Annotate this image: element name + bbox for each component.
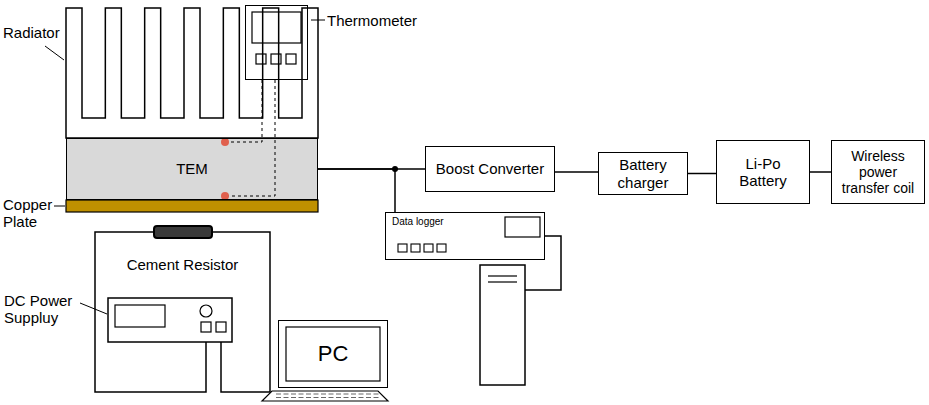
data-logger: Data logger — [385, 212, 545, 260]
node-text: Battery charger — [604, 156, 682, 191]
connector-line — [688, 173, 716, 175]
leader-line — [54, 206, 65, 207]
node-text: Wireless power transfer coil — [837, 148, 919, 196]
thermometer-screen — [252, 12, 301, 43]
sensor-dot — [221, 138, 229, 146]
connector-line — [225, 80, 262, 142]
leader-line — [311, 20, 325, 21]
sensor-dot — [221, 192, 229, 200]
node-text: Li-Po Battery — [722, 155, 804, 190]
charger-box: Battery charger — [598, 152, 688, 195]
leader-line — [45, 46, 64, 60]
circuit-wire — [95, 232, 270, 392]
logger-button — [411, 244, 420, 252]
copper-plate — [66, 200, 318, 212]
node-text: Boost Converter — [436, 160, 544, 177]
battery-box: Li-Po Battery — [716, 140, 810, 204]
resistor-symbol — [154, 226, 212, 238]
node-text: PC — [318, 341, 349, 366]
keyboard-keys — [276, 394, 379, 398]
thermometer-button — [286, 54, 296, 64]
coil-box: Wireless power transfer coil — [831, 140, 925, 204]
keyboard — [262, 391, 388, 401]
logger-button — [424, 244, 433, 252]
part-label: Copper Plate — [3, 196, 53, 231]
node-text: Data logger — [392, 216, 444, 228]
supply-terminal — [201, 322, 211, 332]
part-label: Radiator — [3, 24, 73, 41]
pc-monitor: PC — [278, 320, 388, 388]
node-text: Thermometer — [327, 12, 417, 29]
tem-fill — [66, 138, 318, 200]
leader-line — [80, 303, 107, 314]
connector-line — [318, 169, 395, 212]
logger-button — [437, 244, 446, 252]
supply-terminal — [216, 322, 226, 332]
drive-slot — [488, 281, 517, 282]
logger-screen — [505, 217, 540, 237]
connector-line — [810, 171, 831, 173]
thermometer-button — [271, 54, 281, 64]
pc-tower — [480, 265, 525, 385]
power-supply — [108, 298, 232, 342]
logger-button — [398, 244, 407, 252]
junction-dot — [392, 166, 398, 172]
connector-line — [525, 236, 561, 290]
monitor-screen — [286, 327, 380, 381]
node-text: TEM — [176, 160, 208, 177]
drive-slot — [488, 275, 517, 276]
tem-module: TEM — [66, 138, 318, 200]
part-label: DC Power Suppluy — [4, 292, 80, 327]
supply-knob — [200, 305, 212, 317]
resistor-circuit: Cement Resistor — [95, 232, 270, 392]
radiator-fins — [66, 8, 318, 138]
converter-box: Boost Converter — [425, 146, 555, 192]
thermometer-device: Thermometer — [245, 5, 308, 80]
thermometer-button — [256, 54, 266, 64]
connector-line — [555, 171, 598, 173]
supply-display — [115, 305, 165, 327]
node-text: Cement Resistor — [127, 256, 239, 273]
